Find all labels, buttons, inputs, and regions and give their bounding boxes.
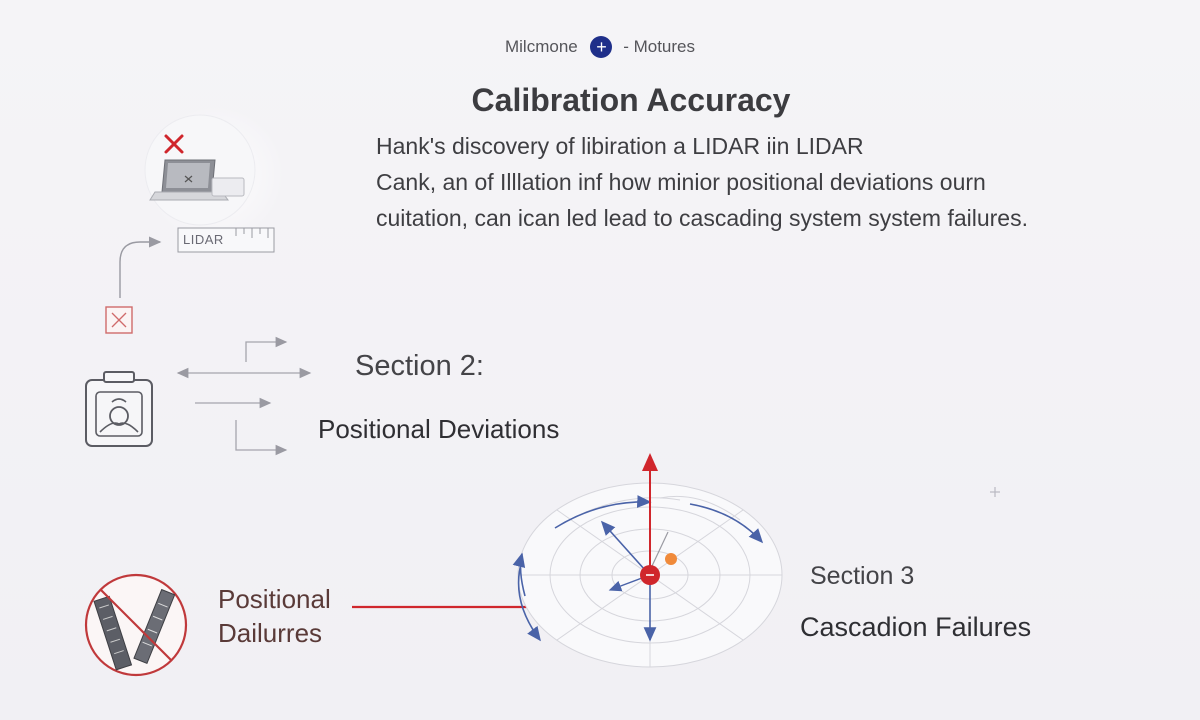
description-line: Hank's discovery of libiration a LIDAR i… <box>376 133 864 159</box>
description-line: Cank, an of Illlation inf how minior pos… <box>376 169 986 195</box>
failures-label-line: Positional <box>218 584 331 614</box>
connector-arrow <box>119 236 162 298</box>
lidar-label: LIDAR <box>183 232 224 247</box>
camera-module-icon <box>85 371 153 447</box>
failures-label: Positional Dailurres <box>218 582 331 650</box>
prohibited-tools-icon <box>84 573 188 677</box>
section3-subheading: Cascadion Failures <box>800 612 1032 642</box>
page-title: Calibration Accuracy <box>471 82 791 118</box>
breadcrumb-right: Motures <box>633 37 696 56</box>
error-box-icon <box>105 306 133 334</box>
laptop-icon <box>144 105 285 245</box>
target-radar-icon <box>512 453 783 668</box>
plus-icon[interactable]: + <box>590 36 613 58</box>
red-x-icon <box>164 134 184 154</box>
breadcrumb: Milcmone + - Motures <box>0 36 1200 58</box>
description: Hank's discovery of libiration a LIDAR i… <box>376 128 1096 236</box>
description-line: cuitation, can ican led lead to cascadin… <box>376 205 1028 231</box>
section2-flow-arrows <box>176 336 312 456</box>
breadcrumb-separator: - <box>623 37 634 56</box>
failures-label-line: Dailurres <box>218 618 323 648</box>
section2-heading: Section 2: <box>355 350 484 382</box>
lidar-ruler-icon <box>177 227 275 253</box>
section3-heading: Section 3 <box>810 562 915 590</box>
sparkle-icon <box>990 487 1000 497</box>
section2-subheading: Positional Deviations <box>318 414 560 444</box>
breadcrumb-left: Milcmone <box>504 37 578 56</box>
